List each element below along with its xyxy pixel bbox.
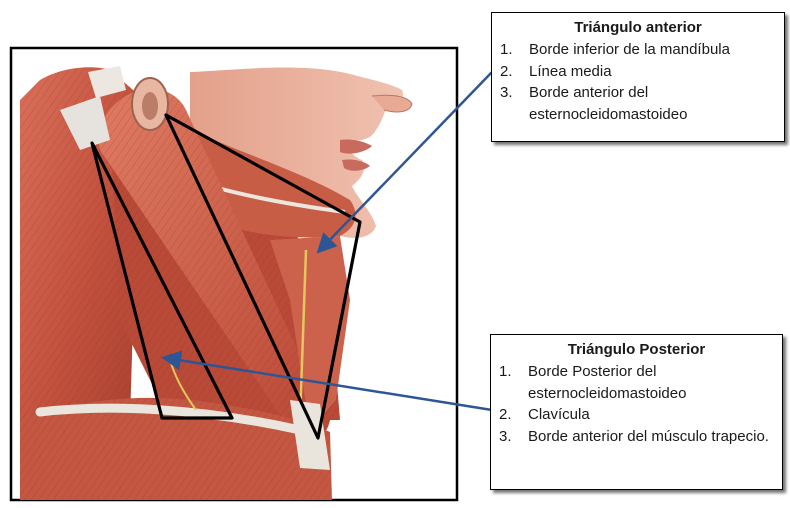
anterior-triangle-list: 1. Borde inferior de la mandíbula 2. Lín… bbox=[500, 39, 776, 125]
list-item: 1. Borde Posterior del esternocleidomast… bbox=[499, 361, 774, 404]
posterior-triangle-list: 1. Borde Posterior del esternocleidomast… bbox=[499, 361, 774, 447]
posterior-triangle-title: Triángulo Posterior bbox=[499, 340, 774, 360]
list-item-number: 1. bbox=[500, 39, 529, 61]
list-item: 3. Borde anterior del esternocleidomasto… bbox=[500, 82, 776, 125]
list-item-text: Borde anterior del esternocleidomastoide… bbox=[529, 82, 776, 125]
list-item-number: 2. bbox=[500, 61, 529, 83]
list-item-number: 3. bbox=[499, 426, 528, 448]
list-item: 2. Clavícula bbox=[499, 404, 774, 426]
list-item-text: Borde anterior del músculo trapecio. bbox=[528, 426, 774, 448]
list-item-text: Borde Posterior del esternocleidomastoid… bbox=[528, 361, 774, 404]
list-item-text: Borde inferior de la mandíbula bbox=[529, 39, 776, 61]
list-item-number: 1. bbox=[499, 361, 528, 404]
list-item: 1. Borde inferior de la mandíbula bbox=[500, 39, 776, 61]
list-item-number: 3. bbox=[500, 82, 529, 125]
list-item: 3. Borde anterior del músculo trapecio. bbox=[499, 426, 774, 448]
list-item-number: 2. bbox=[499, 404, 528, 426]
list-item-text: Clavícula bbox=[528, 404, 774, 426]
list-item: 2. Línea media bbox=[500, 61, 776, 83]
posterior-triangle-box: Triángulo Posterior 1. Borde Posterior d… bbox=[490, 334, 783, 490]
list-item-text: Línea media bbox=[529, 61, 776, 83]
anterior-triangle-box: Triángulo anterior 1. Borde inferior de … bbox=[491, 12, 785, 142]
anterior-triangle-title: Triángulo anterior bbox=[500, 18, 776, 38]
ear-canal bbox=[142, 92, 158, 120]
